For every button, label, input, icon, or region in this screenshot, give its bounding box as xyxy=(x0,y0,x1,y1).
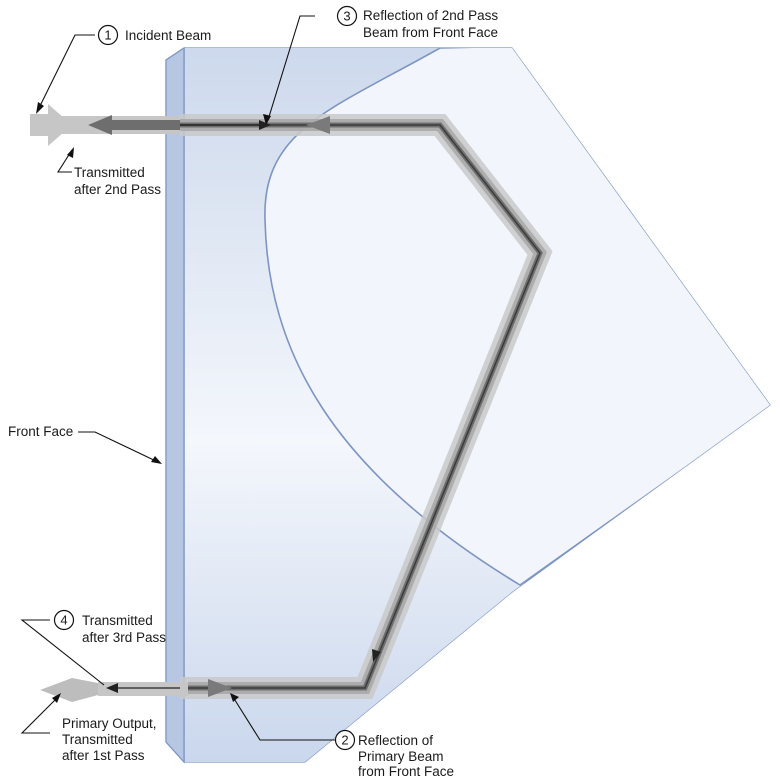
callout-1: 1 xyxy=(97,24,119,46)
callout-number: 4 xyxy=(60,613,67,628)
label-front-face: Front Face xyxy=(8,424,73,439)
label-primary-output-line3: after 1st Pass xyxy=(62,748,145,763)
label-reflection-primary-line1: Reflection of xyxy=(358,733,433,748)
label-reflection-primary-line2: Primary Beam xyxy=(358,749,444,764)
transmitted-arrow xyxy=(88,115,180,135)
callout-number: 1 xyxy=(104,28,111,43)
internal-beam xyxy=(180,114,553,699)
label-incident-beam: Incident Beam xyxy=(125,28,211,43)
direction-arrowhead xyxy=(259,120,271,130)
callout-2: 2 xyxy=(334,729,356,751)
direction-arrowhead xyxy=(106,683,118,693)
transmitted-2nd-pass-beam xyxy=(88,115,330,135)
direction-arrowhead xyxy=(372,649,381,662)
label-transmitted-2nd-line1: Transmitted xyxy=(74,165,145,180)
label-reflection-2nd-line2: Beam from Front Face xyxy=(363,25,498,40)
reflection-arrowhead xyxy=(306,116,330,134)
incident-beam-arrow xyxy=(30,104,72,146)
front-face-bevel xyxy=(165,46,185,764)
label-transmitted-2nd-line2: after 2nd Pass xyxy=(74,182,161,197)
callout-number: 2 xyxy=(341,733,348,748)
label-reflection-primary-line3: from Front Face xyxy=(358,764,454,779)
leader-arrowheads xyxy=(36,102,271,703)
leader-lines xyxy=(20,15,336,741)
label-reflection-2nd-line1: Reflection of 2nd Pass xyxy=(363,8,498,23)
primary-output-beam xyxy=(40,649,381,702)
callout-4: 4 xyxy=(53,609,75,631)
label-primary-output-line1: Primary Output, xyxy=(62,716,157,731)
callout-number: 3 xyxy=(343,9,350,24)
label-transmitted-3rd-line2: after 3rd Pass xyxy=(82,630,166,645)
reflection-primary-arrowhead xyxy=(208,679,232,697)
label-primary-output-line2: Transmitted xyxy=(62,732,133,747)
label-transmitted-3rd-line1: Transmitted xyxy=(82,613,153,628)
callout-3: 3 xyxy=(336,5,358,27)
